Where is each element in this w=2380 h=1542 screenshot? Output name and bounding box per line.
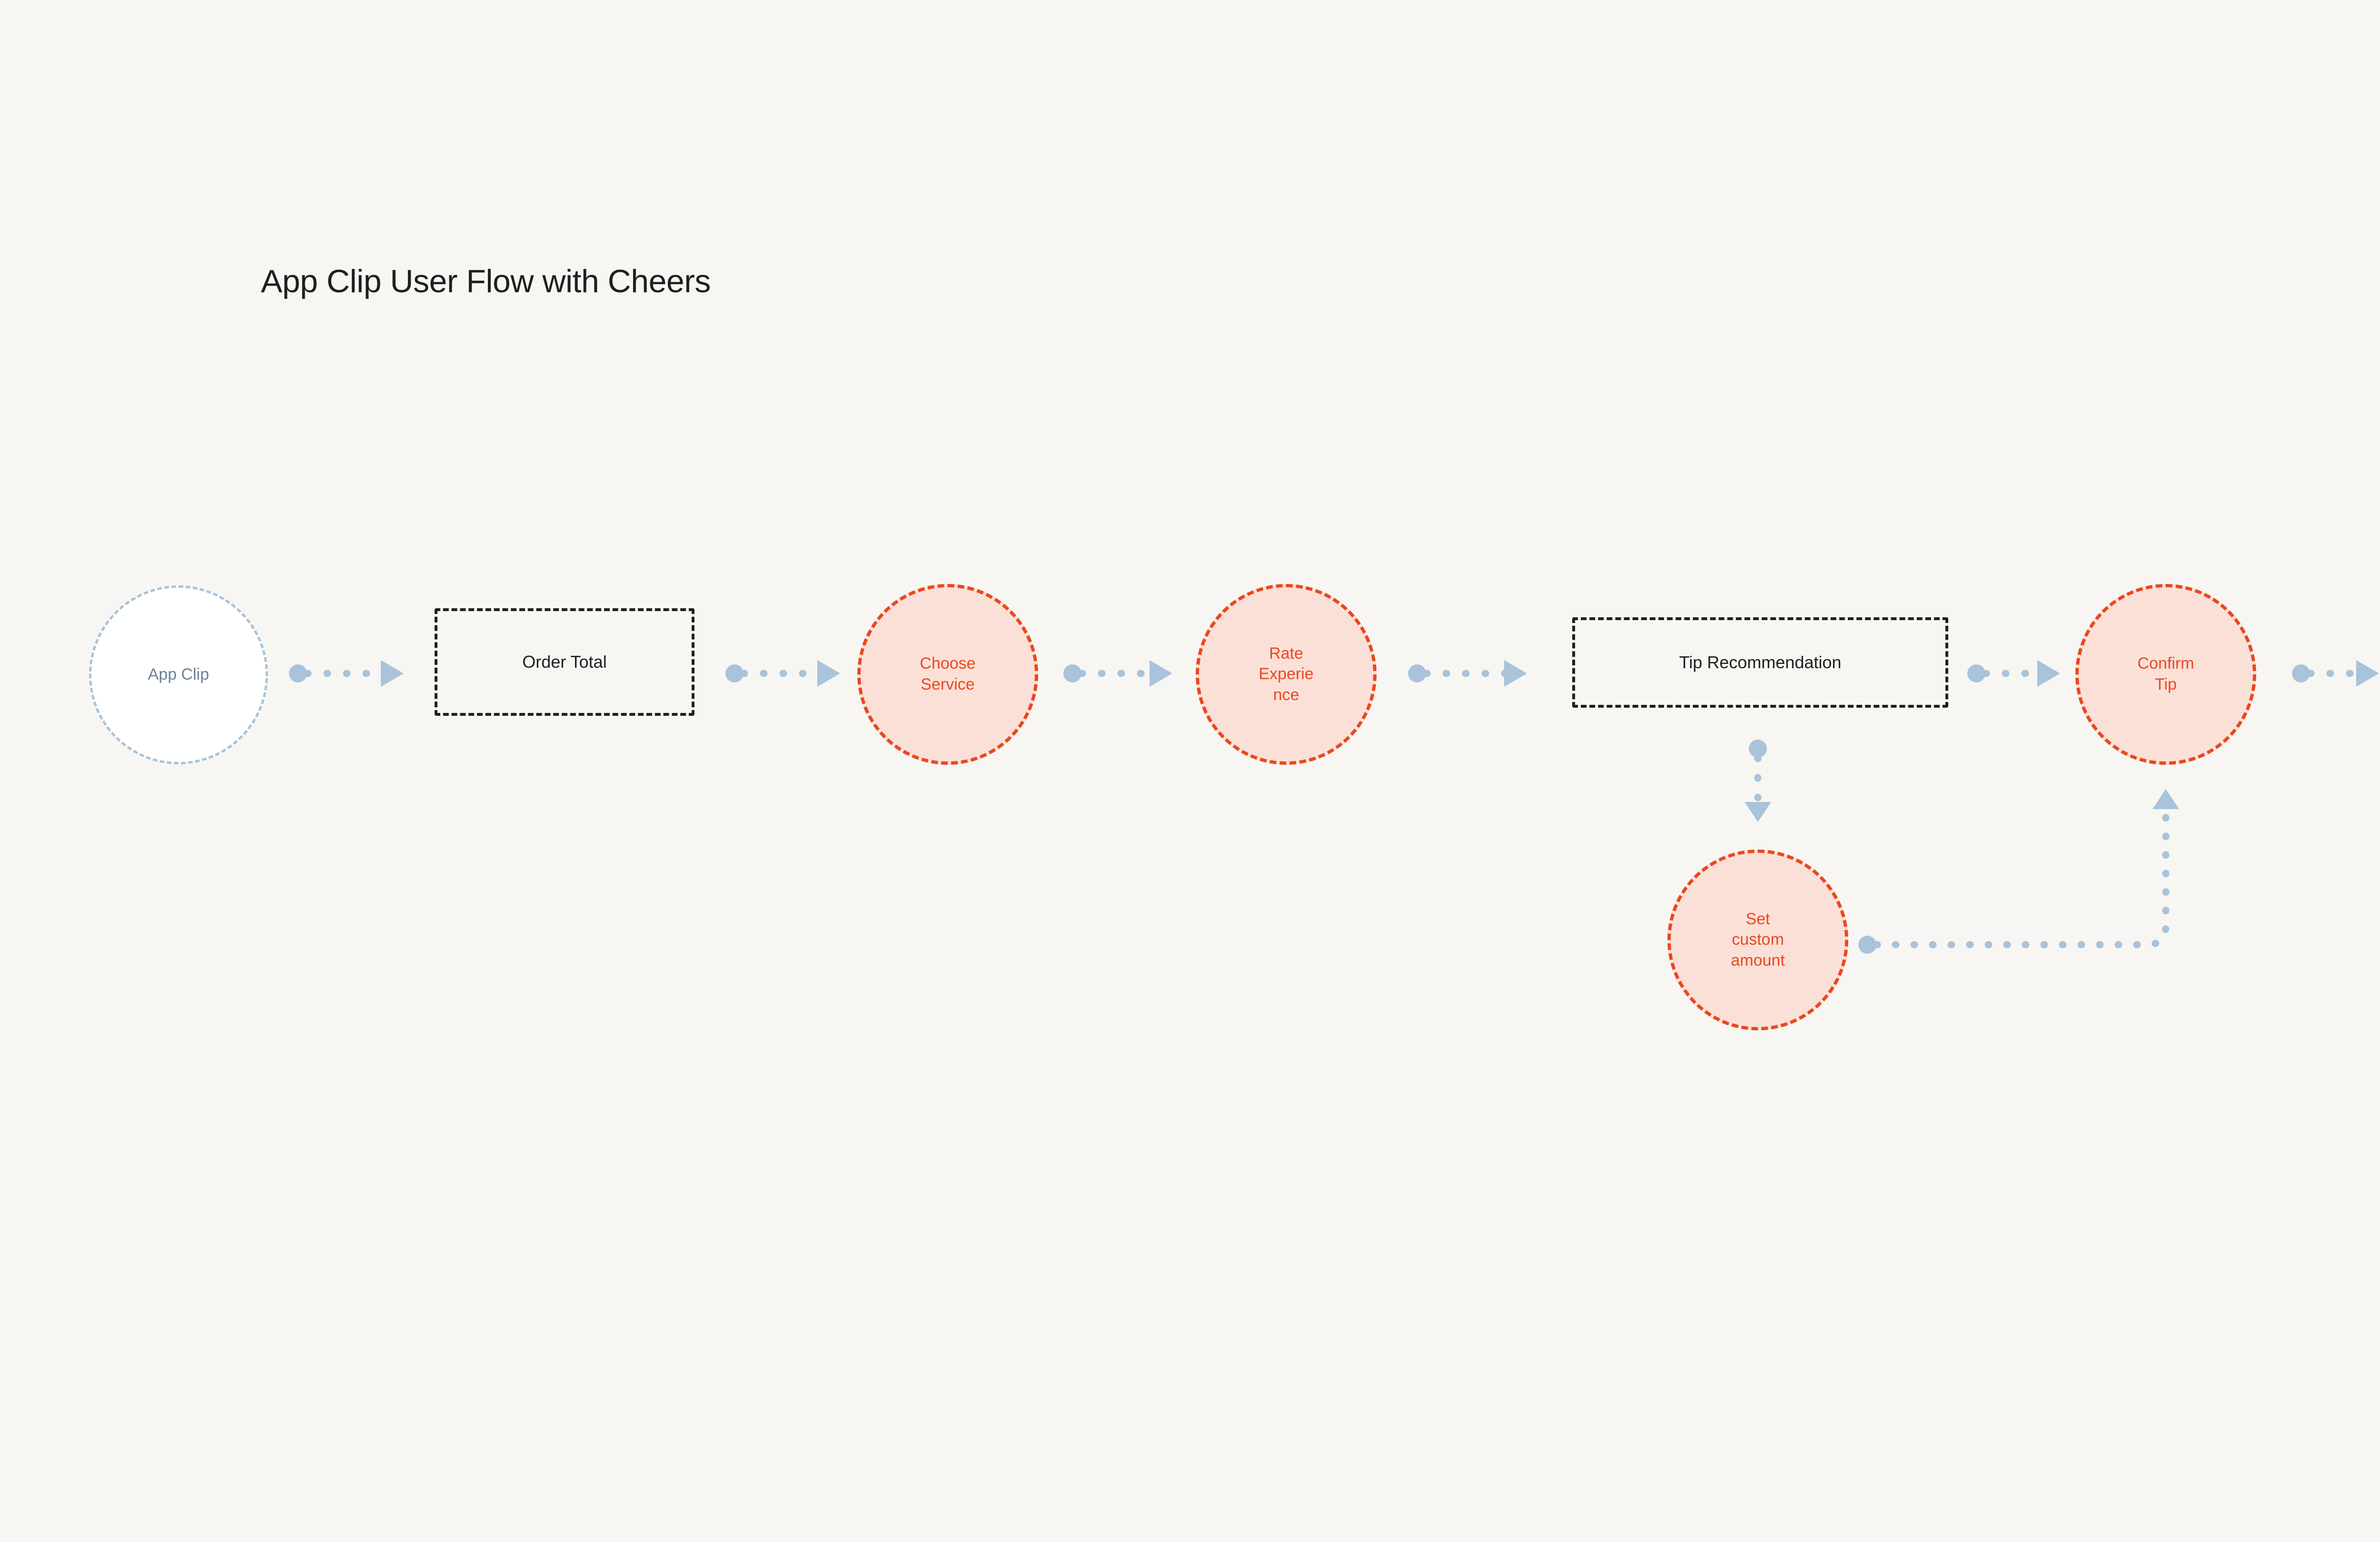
node-tip-recommendation-label: Tip Recommendation — [1679, 652, 1842, 672]
edge-set-custom-amount-to-confirm-tip — [1858, 789, 2179, 954]
node-set-custom-amount[interactable]: Set custom amount — [1667, 850, 1848, 1030]
node-order-total[interactable]: Order Total — [435, 608, 694, 716]
edge-choose-service-to-rate-experience — [1063, 660, 1172, 687]
node-tip-recommendation[interactable]: Tip Recommendation — [1572, 617, 1948, 708]
node-set-custom-amount-label: Set custom amount — [1731, 909, 1785, 969]
edge-confirm-tip-to-adds-to-tip-total — [2292, 660, 2379, 687]
edge-tip-recommendation-to-confirm-tip — [1967, 660, 2060, 687]
edge-tip-recommendation-to-set-custom-amount — [1745, 740, 1771, 822]
node-order-total-label: Order Total — [522, 652, 607, 672]
page-title: App Clip User Flow with Cheers — [261, 263, 711, 299]
node-app-clip-label: App Clip — [148, 665, 209, 684]
node-choose-service[interactable]: Choose Service — [857, 584, 1038, 765]
node-rate-experience-label: Rate Experie nce — [1259, 644, 1314, 704]
node-app-clip[interactable]: App Clip — [89, 585, 268, 764]
node-confirm-tip[interactable]: Confirm Tip — [2075, 584, 2256, 765]
node-rate-experience[interactable]: Rate Experie nce — [1196, 584, 1377, 765]
edge-order-total-to-choose-service — [725, 660, 840, 687]
edge-app-clip-to-order-total — [289, 660, 404, 687]
node-choose-service-label: Choose Service — [920, 654, 976, 693]
edge-rate-experience-to-tip-recommendation — [1408, 660, 1527, 687]
node-confirm-tip-label: Confirm Tip — [2137, 654, 2194, 693]
